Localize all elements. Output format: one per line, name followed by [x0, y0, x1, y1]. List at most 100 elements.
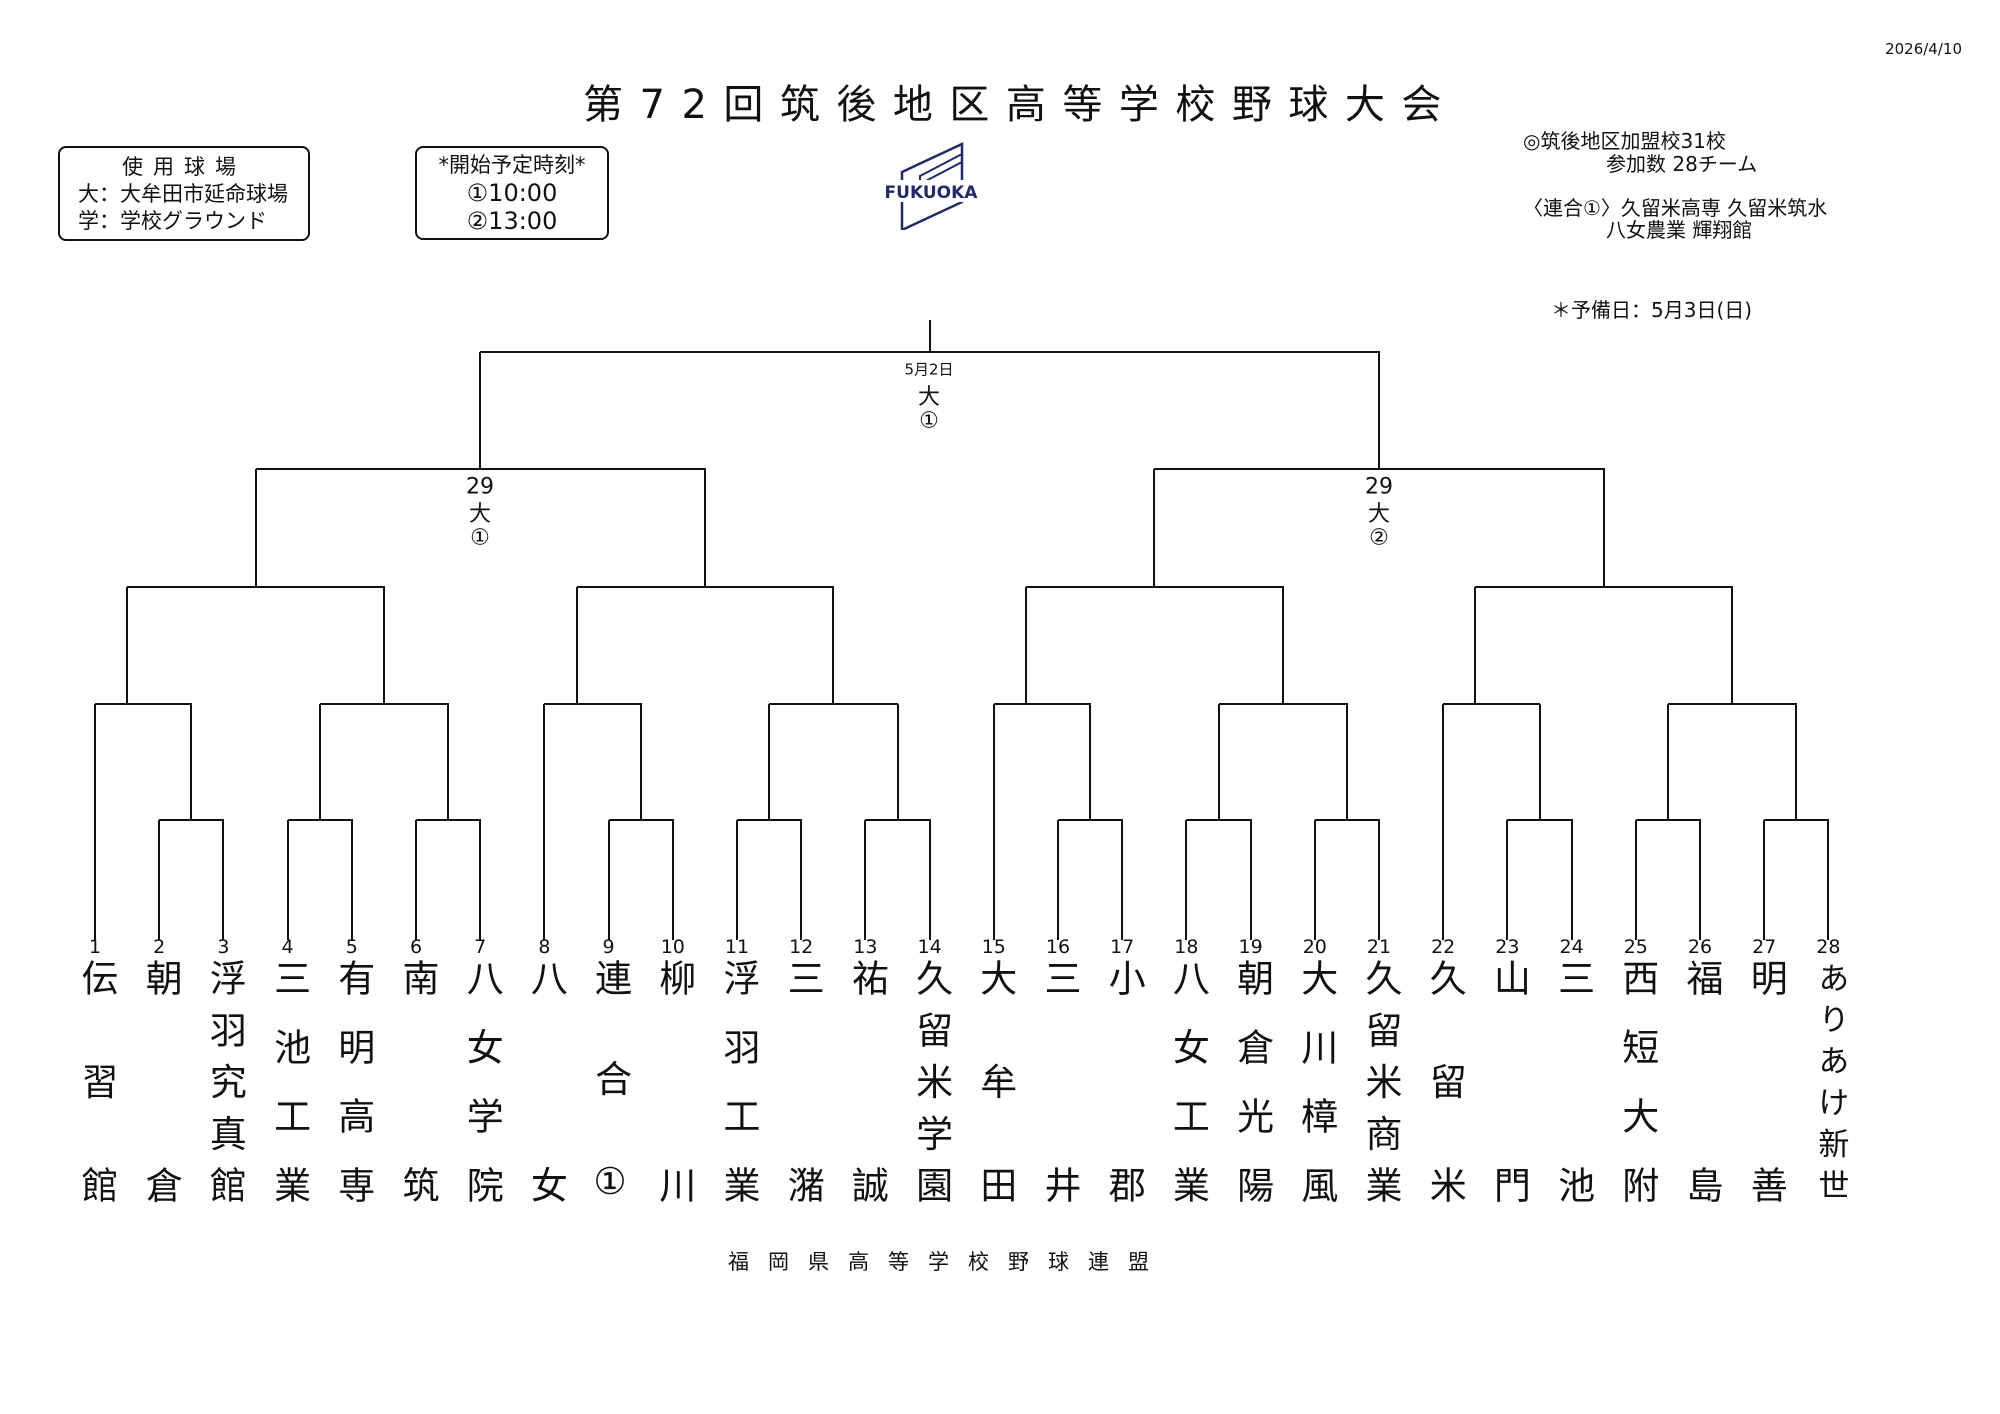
organizer-footer: 福岡県高等学校野球連盟: [728, 1250, 1168, 1274]
team-name: 久留米学園: [909, 959, 953, 1203]
bracket-line: [575, 587, 578, 704]
team-number: 17: [1110, 936, 1135, 958]
venue-legend-item: 学：学校グラウンド: [78, 209, 267, 233]
team-name: 西短大附: [1615, 959, 1659, 1203]
team-name: 有明高専: [331, 959, 375, 1203]
bracket-line: [1218, 703, 1348, 705]
team-number: 8: [538, 936, 551, 958]
final-venue: 大: [917, 385, 941, 410]
final-date: 5月2日: [904, 360, 954, 379]
bracket-line: [1217, 704, 1220, 820]
team-name: 福島: [1680, 959, 1723, 1203]
semi-right-slot: ②: [1369, 525, 1389, 551]
semi-left-slot: ①: [470, 525, 490, 551]
bracket-line: [1281, 587, 1284, 704]
bracket-line: [1186, 819, 1252, 821]
team-name: 八女学院: [460, 959, 504, 1203]
semi-right-venue: 大: [1367, 502, 1391, 527]
team-name: 小郡: [1102, 959, 1146, 1203]
bracket-line: [1185, 820, 1188, 940]
reserve-day-note: ＊予備日：5月3日(日): [1551, 298, 1753, 322]
bracket-line: [318, 704, 321, 820]
team-number: 19: [1238, 936, 1263, 958]
fukuoka-logo-icon: FUKUOKA: [885, 142, 978, 232]
member-schools-note: ◎筑後地区加盟校31校: [1523, 129, 1726, 153]
team-number: 3: [217, 936, 230, 958]
team-name: ありあけ新世: [1812, 962, 1849, 1200]
bracket-line: [800, 820, 803, 940]
bracket-line: [671, 820, 674, 940]
bracket-line: [1345, 704, 1348, 820]
bracket-line: [1025, 586, 1284, 588]
bracket-line: [993, 703, 1092, 705]
bracket-line: [190, 704, 193, 820]
bracket-line: [159, 819, 225, 821]
page-title: 第72回筑後地区高等学校野球大会: [583, 82, 1458, 128]
bracket-line: [1024, 587, 1027, 704]
team-number: 9: [602, 936, 615, 958]
bracket-line: [1442, 704, 1445, 940]
team-name: 八女工業: [1166, 959, 1210, 1203]
bracket-line: [737, 819, 803, 821]
team-name: 久留米: [1423, 959, 1467, 1203]
combined-team-note-2: 八女農業 輝翔館: [1606, 218, 1753, 242]
bracket-line: [1057, 820, 1059, 940]
team-name: 三池: [1551, 959, 1595, 1203]
bracket-line: [1058, 819, 1124, 821]
bracket-line: [1153, 469, 1156, 587]
combined-team-note: 〈連合①〉久留米高専 久留米筑水: [1523, 196, 1828, 220]
team-number: 5: [345, 936, 358, 958]
team-number: 22: [1431, 936, 1456, 958]
bracket-line: [703, 469, 706, 587]
team-number: 2: [153, 936, 166, 958]
team-name: 南筑: [396, 959, 439, 1203]
team-name: 浮羽究真館: [203, 959, 247, 1203]
team-name: 久留米商業: [1359, 959, 1402, 1203]
bracket-line: [127, 586, 385, 588]
bracket-line: [769, 703, 899, 705]
bracket-line: [1634, 820, 1637, 940]
bracket-line: [415, 820, 417, 940]
team-number: 14: [917, 936, 942, 958]
bracket-line: [254, 469, 257, 587]
bracket-line: [832, 587, 835, 704]
team-name: 三池工業: [267, 959, 311, 1203]
team-name: 祐誠: [845, 959, 889, 1203]
team-name: 三井: [1038, 959, 1081, 1203]
semi-left-date: 29: [466, 474, 494, 500]
team-name: 大川樟風: [1294, 959, 1338, 1203]
team-name: 連合①: [588, 959, 632, 1203]
bracket-line: [126, 587, 129, 704]
bracket-line: [1763, 820, 1766, 940]
bracket-line: [865, 819, 931, 821]
bracket-line: [1313, 820, 1316, 940]
bracket-line: [1506, 820, 1509, 940]
semi-left-venue: 大: [468, 502, 492, 527]
team-number: 27: [1752, 936, 1777, 958]
participants-note: 参加数 28チーム: [1606, 152, 1758, 176]
team-number: 7: [474, 936, 487, 958]
team-number: 6: [409, 936, 423, 958]
team-number: 24: [1559, 936, 1584, 958]
team-number: 26: [1687, 936, 1713, 958]
team-name: 浮羽工業: [717, 959, 760, 1203]
bracket-line: [95, 703, 193, 705]
bracket-line: [1089, 704, 1092, 820]
bracket-line: [255, 468, 706, 470]
bracket-line: [1795, 704, 1798, 820]
bracket-line: [992, 704, 995, 940]
bracket-line: [1249, 820, 1252, 940]
bracket-line: [1538, 704, 1541, 820]
bracket-line: [479, 820, 482, 940]
team-name: 大牟田: [973, 959, 1017, 1203]
team-name: 朝倉: [139, 959, 183, 1203]
bracket-line: [1507, 819, 1573, 821]
bracket-line: [1314, 819, 1380, 821]
team-name: 柳川: [652, 959, 696, 1203]
bracket-line: [447, 704, 450, 820]
team-number: 23: [1495, 936, 1520, 958]
fukuoka-logo: FUKUOKA: [880, 142, 980, 232]
team-number: 12: [789, 936, 814, 958]
bracket-line: [382, 587, 385, 704]
team-number: 18: [1174, 936, 1199, 958]
